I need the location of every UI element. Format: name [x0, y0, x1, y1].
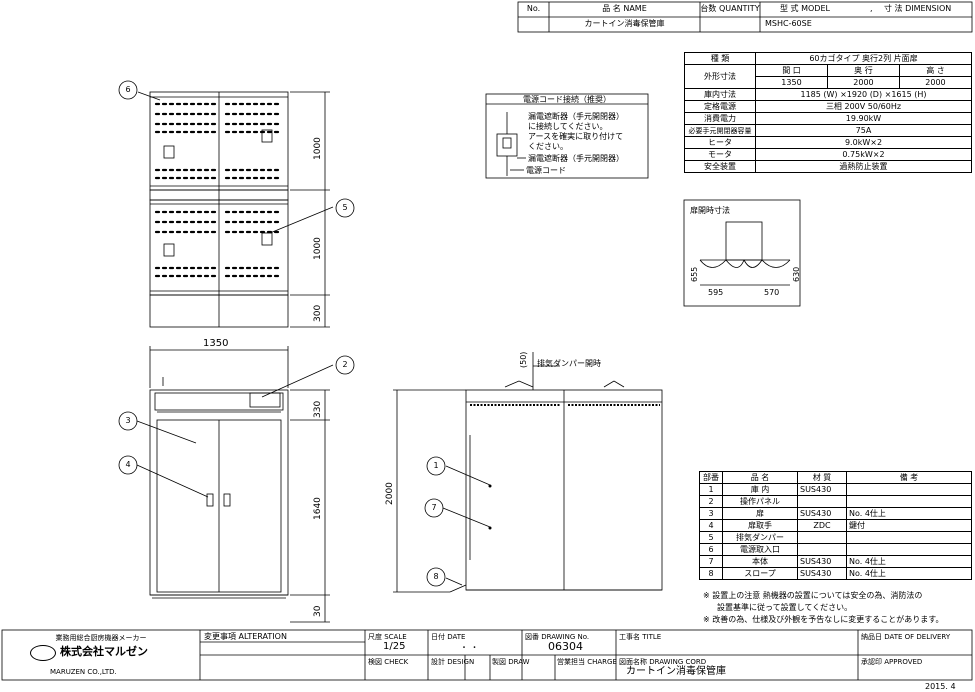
title-label: 工事名 TITLE — [619, 633, 662, 641]
header-comma: , — [870, 4, 873, 13]
door-dim-630: 630 — [792, 266, 801, 282]
callout-5: 5 — [342, 203, 348, 212]
power-line1: 漏電遮断器（手元開閉器） — [528, 112, 624, 121]
power-line2: に接続してください。 — [528, 122, 608, 131]
product-name: カートイン消毒保管庫 — [584, 19, 665, 28]
callout-8: 8 — [433, 572, 439, 581]
company-logo-icon — [30, 645, 56, 661]
dim-top-1000a: 1000 — [313, 137, 323, 160]
drawing-no: 06304 — [548, 640, 583, 653]
door-dim-595: 595 — [708, 288, 724, 297]
door-dim-570: 570 — [764, 288, 780, 297]
note-2: 設置基準に従って設置してください。 — [717, 603, 853, 612]
note-3: ※ 改善の為、仕様及び外観を予告なしに変更することがあります。 — [703, 615, 944, 624]
draw-label: 製図 DRAW — [492, 658, 530, 666]
power-line3: アースを確実に取り付けて — [528, 132, 624, 141]
scale-value: 1/25 — [383, 641, 406, 652]
dim-front-width: 1350 — [203, 338, 229, 349]
door-dim-655: 655 — [690, 266, 699, 282]
callout-1: 1 — [433, 461, 439, 470]
top-view — [149, 91, 289, 328]
design-label: 設計 DESIGN — [431, 658, 475, 666]
check-label: 検図 CHECK — [368, 658, 409, 666]
dim-front-1640: 1640 — [313, 497, 323, 520]
door-box-title: 扉開時寸法 — [690, 206, 730, 215]
cord-value: カートイン消毒保管庫 — [626, 666, 726, 677]
dim-top-1000b: 1000 — [313, 237, 323, 260]
cord-label: 図面名称 DRAWING CORD — [619, 658, 707, 666]
dim-front-330: 330 — [313, 400, 323, 418]
callout-6: 6 — [125, 85, 131, 94]
charge-label: 営業担当 CHARGE — [557, 658, 617, 666]
header-no-label: No. — [526, 4, 541, 13]
date-label: 日付 DATE — [431, 633, 466, 641]
exhaust-label: 排気ダンパー開時 — [537, 359, 601, 368]
side-view — [449, 380, 663, 593]
company-name: 株式会社マルゼン — [60, 645, 148, 658]
power-label-cord: 電源コード — [526, 166, 566, 175]
drawing-no-label: 図番 DRAWING No. — [525, 633, 590, 641]
note-1: ※ 設置上の注意 熱機器の設置については安全の為、消防法の — [703, 591, 923, 600]
delivery-label: 納品日 DATE OF DELIVERY — [861, 633, 951, 641]
power-box-title: 電源コード接続（推奨） — [523, 95, 611, 104]
power-label-breaker: 漏電遮断器（手元開閉器） — [528, 154, 624, 163]
header-name-label: 品 名 NAME — [602, 4, 647, 13]
scale-label: 尺度 SCALE — [368, 633, 407, 641]
company-top: 業務用総合厨房機器メーカー — [55, 634, 147, 642]
dim-top-300: 300 — [313, 304, 323, 322]
header-qty-label: 台数 QUANTITY — [700, 4, 760, 13]
callout-7: 7 — [431, 503, 437, 512]
dim-side-50: (50) — [519, 351, 528, 368]
front-view — [149, 377, 289, 599]
dim-side-2000: 2000 — [385, 482, 395, 505]
year-label: 2015. 4 — [925, 682, 956, 691]
date-value: ・ ・ — [460, 643, 479, 652]
callout-2: 2 — [342, 360, 348, 369]
header-model-label: 型 式 MODEL — [780, 4, 830, 13]
dim-front-30: 30 — [313, 605, 323, 617]
approved-label: 承認印 APPROVED — [861, 658, 923, 666]
alteration-label: 変更事項 ALTERATION — [204, 632, 287, 641]
callout-4: 4 — [125, 460, 131, 469]
header-dim-label: 寸 法 DIMENSION — [884, 4, 952, 13]
callout-3: 3 — [125, 416, 131, 425]
company-en: MARUZEN CO.,LTD. — [50, 668, 117, 676]
power-line4: ください。 — [528, 142, 568, 151]
model-value: MSHC-60SE — [765, 19, 812, 28]
